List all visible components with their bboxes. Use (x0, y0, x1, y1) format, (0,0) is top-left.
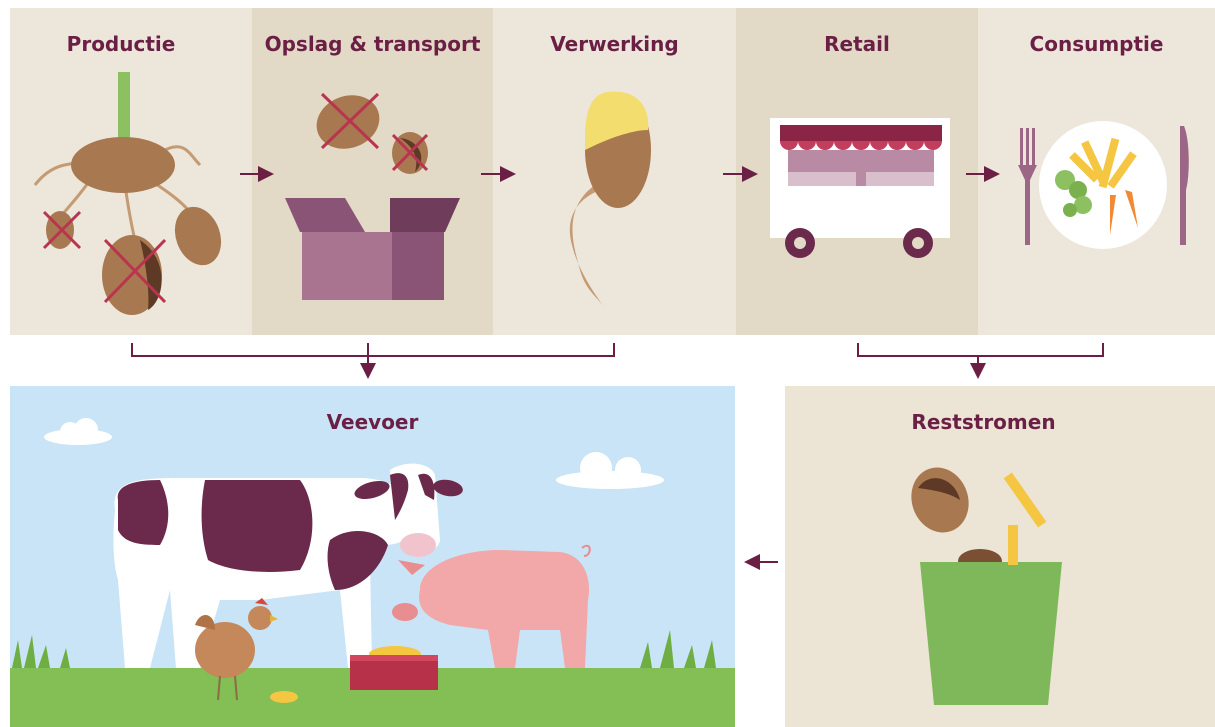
cloud-icon (556, 452, 664, 489)
stage-title-consumptie: Consumptie (1029, 32, 1164, 56)
cow-icon (113, 463, 463, 668)
bracket-connector-right (857, 343, 1104, 357)
stage-title-opslag: Opslag & transport (264, 32, 481, 56)
crossed-potato-icon (42, 210, 167, 304)
feed-trough-icon (350, 646, 438, 690)
peeled-potato-icon (569, 91, 651, 308)
stage-title-retail: Retail (824, 32, 890, 56)
crossed-potato-icon (316, 92, 429, 174)
bracket-connector-left (131, 343, 615, 357)
market-cart-icon (770, 118, 950, 258)
spilled-feed (270, 691, 298, 703)
knife-icon (1180, 126, 1189, 245)
potato-plant-icon (33, 72, 222, 315)
pig-icon (392, 544, 591, 668)
chicken-icon (195, 598, 278, 701)
green-bin-icon (911, 467, 1062, 705)
fork-icon (1018, 128, 1037, 245)
veevoer-title: Veevoer (326, 410, 419, 434)
box-icon (285, 198, 460, 300)
plate-icon (1039, 121, 1167, 249)
reststromen-title: Reststromen (911, 410, 1056, 434)
stage-title-productie: Productie (66, 32, 176, 56)
grass-tufts (12, 630, 716, 668)
stage-title-verwerking: Verwerking (550, 32, 679, 56)
cloud-icon (44, 418, 112, 445)
